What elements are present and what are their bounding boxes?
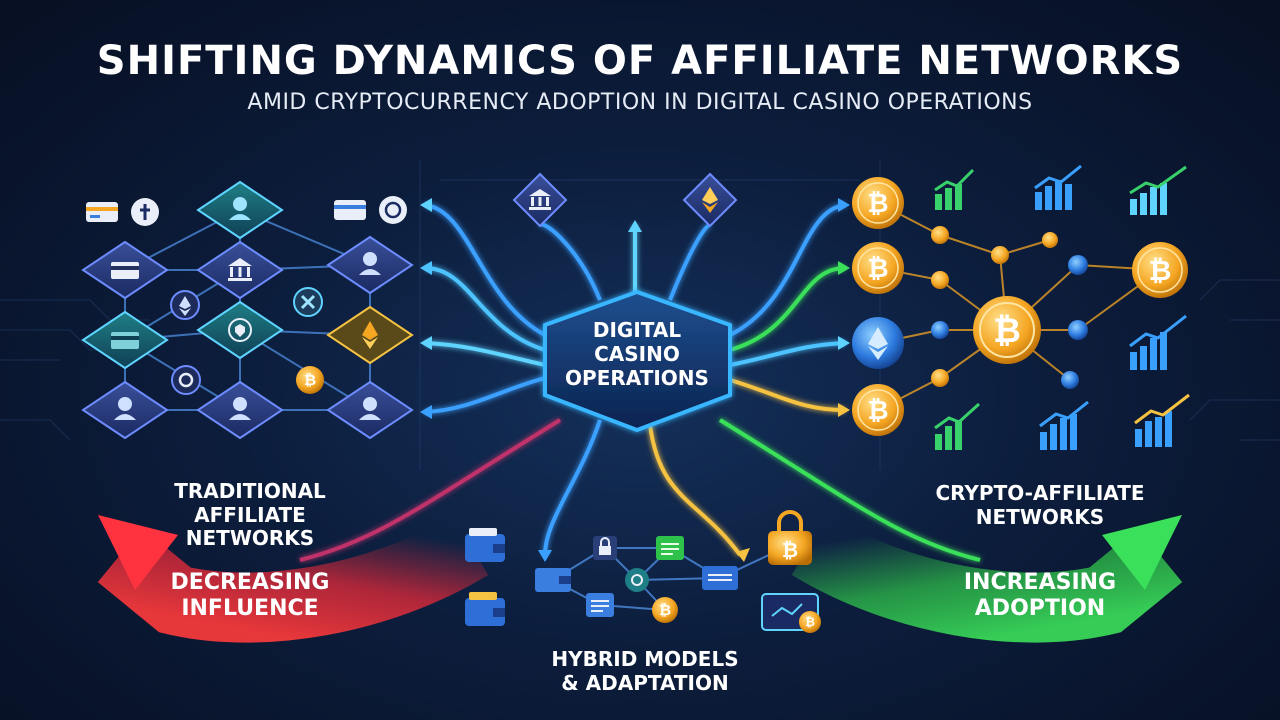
bitcoin-coin-center: ₿ <box>973 296 1041 364</box>
mini-eth <box>1061 371 1079 389</box>
bitcoin-coin-1: ₿ <box>852 177 904 229</box>
bar-chart-up-icon <box>1129 165 1187 215</box>
page-title: SHIFTING DYNAMICS OF AFFILIATE NETWORKS <box>96 38 1184 84</box>
bank-icon <box>512 172 568 228</box>
svg-text:₿: ₿ <box>805 615 815 629</box>
tile-shield <box>196 300 284 360</box>
flow-arrowheads <box>420 198 850 562</box>
tile-user-top <box>196 180 284 240</box>
tile-user-right <box>326 235 414 295</box>
ethereum-icon <box>682 172 738 228</box>
bitcoin-coin-right: ₿ <box>1132 242 1188 298</box>
traditional-networks-label: TRADITIONAL AFFILIATE NETWORKS <box>174 479 326 551</box>
bitcoin-padlock-icon: ₿ <box>768 510 812 565</box>
svg-text:₿: ₿ <box>993 311 1021 351</box>
lock-badge-icon <box>171 365 201 395</box>
flow-down-red <box>299 418 562 562</box>
tile-user-bottom-mid <box>196 380 284 440</box>
increasing-adoption-label: INCREASING ADOPTION <box>963 570 1117 621</box>
crypto-network: ₿ ₿ ₿ ₿ ₿ <box>852 164 1190 450</box>
cross-badge-icon <box>131 198 159 226</box>
flow-left-3 <box>424 341 546 367</box>
flow-right-2 <box>729 266 846 352</box>
ethereum-coin <box>852 317 904 369</box>
svg-text:₿: ₿ <box>867 254 888 284</box>
mini-coin <box>1042 232 1058 248</box>
flow-left-2 <box>424 266 546 352</box>
central-hub <box>543 289 732 433</box>
svg-text:₿: ₿ <box>304 371 316 389</box>
svg-text:₿: ₿ <box>1149 254 1172 287</box>
bitcoin-coin-2: ₿ <box>852 242 904 294</box>
bar-chart-up-icon <box>934 402 981 450</box>
flow-right-4 <box>729 378 846 412</box>
flow-up-3 <box>668 223 711 301</box>
bar-chart-up-icon <box>1134 393 1190 447</box>
hub-label: DIGITAL CASINO OPERATIONS <box>548 318 726 390</box>
tile-user-bottom-right <box>326 380 414 440</box>
increase-arrow <box>791 514 1183 643</box>
credit-card-icon <box>702 566 738 590</box>
traditional-network: ₿ <box>81 180 414 440</box>
hub-label-line2: CASINO <box>594 342 680 366</box>
svg-text:₿: ₿ <box>867 189 888 219</box>
tile-card-1 <box>81 240 169 300</box>
mini-coin <box>991 246 1009 264</box>
svg-text:₿: ₿ <box>867 396 888 426</box>
payment-screen-icon: ₿ <box>761 593 821 633</box>
ethereum-icon <box>170 290 200 320</box>
mini-coin <box>931 369 949 387</box>
flow-up-1 <box>538 222 602 301</box>
page-subtitle: AMID CRYPTOCURRENCY ADOPTION IN DIGITAL … <box>247 90 1033 115</box>
flow-down-1 <box>543 419 602 556</box>
svg-text:₿: ₿ <box>659 601 671 619</box>
flow-down-2 <box>648 424 742 557</box>
tile-card-2 <box>81 310 169 370</box>
info-badge-icon <box>379 196 407 224</box>
hub-label-line3: OPERATIONS <box>565 366 709 390</box>
crypto-affiliate-networks-label: CRYPTO-AFFILIATE NETWORKS <box>935 481 1145 529</box>
mini-eth <box>1068 255 1088 275</box>
credit-card-icon <box>86 202 118 222</box>
svg-text:₿: ₿ <box>782 538 798 562</box>
padlock-icon <box>593 536 617 560</box>
tile-user-bottom-left <box>81 380 169 440</box>
flow-left-1 <box>424 203 546 337</box>
decrease-arrow <box>97 514 489 643</box>
mini-eth <box>1068 320 1088 340</box>
wallet-icon <box>465 528 505 562</box>
flow-down-green <box>718 418 981 562</box>
mini-eth <box>931 321 949 339</box>
bar-chart-up-icon <box>934 168 975 210</box>
bar-chart-up-icon <box>1129 314 1187 370</box>
document-icon <box>656 536 684 560</box>
flow-right-1 <box>729 203 846 337</box>
tile-bank <box>196 240 284 300</box>
hub-label-line1: DIGITAL <box>592 318 682 342</box>
hybrid-models-label: HYBRID MODELS & ADAPTATION <box>551 647 739 695</box>
flow-right-3 <box>729 341 846 367</box>
hybrid-network: ₿ ₿ ₿ <box>465 510 821 633</box>
flow-left-4 <box>424 376 546 414</box>
close-badge-icon <box>293 287 323 317</box>
bitcoin-coin-3: ₿ <box>852 384 904 436</box>
bar-chart-up-icon <box>1039 400 1089 450</box>
wallet-icon <box>465 592 505 626</box>
bitcoin-icon: ₿ <box>652 597 678 623</box>
lock-icon <box>625 568 649 592</box>
bar-chart-up-icon <box>1034 164 1082 210</box>
wallet-icon <box>535 568 571 592</box>
decreasing-influence-label: DECREASING INFLUENCE <box>170 570 330 621</box>
flow-lines <box>299 203 981 562</box>
mini-coin <box>931 226 949 244</box>
document-icon <box>586 593 614 617</box>
bitcoin-icon: ₿ <box>296 366 324 394</box>
mini-coin <box>931 271 949 289</box>
credit-card-icon-2 <box>334 200 366 220</box>
tile-eth-gold <box>326 305 414 365</box>
